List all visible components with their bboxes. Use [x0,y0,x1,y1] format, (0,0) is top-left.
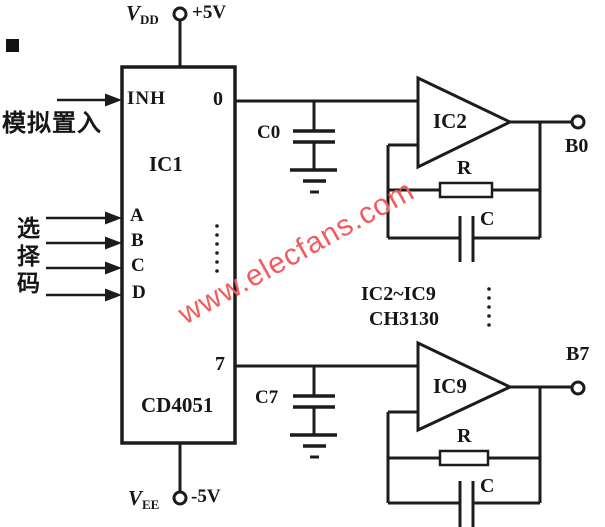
ic9-resistor-label: R [457,425,472,447]
b7-label: B7 [566,343,590,365]
ic1-pin-b: B [131,230,144,251]
b0-label: B0 [565,135,589,157]
vee-voltage: -5V [191,486,221,507]
vdd-voltage: +5V [192,2,227,23]
range-note-line1: IC2~IC9 [361,283,436,305]
c7-capacitor [290,366,337,459]
ic2-resistor-label: R [457,157,472,179]
ic2-opamp [416,75,586,170]
ic2-feedback-resistor [438,181,494,199]
inh-arrow [57,93,122,107]
ic1-pin-inh: INH [127,88,166,109]
vdd-terminal [172,6,188,67]
vdd-label: VDD [126,2,159,27]
range-note-line2: CH3130 [369,308,439,330]
ic1-pin-a: A [130,205,144,226]
analog-input-label: 模拟置入 [2,109,102,137]
ic9-label: IC9 [433,374,467,398]
c0-capacitor [290,101,337,194]
ic9-opamp [416,340,586,433]
select-arrows [46,211,122,302]
ic1-label: IC1 [149,152,183,176]
ic9-feedback-network [386,387,542,527]
ic1-pin-d: D [132,282,146,303]
ic9-cap-label: C [480,475,495,497]
vdd-subscript: DD [140,12,159,27]
select-code-label: 选择码 [17,216,40,297]
vee-label: VEE [128,487,159,512]
ic1-channel-dots [215,224,219,273]
ic1-pin-c: C [131,255,145,276]
ic2-label: IC2 [433,109,467,133]
ic1-pin-7: 7 [215,353,225,375]
vee-terminal [172,443,188,506]
cursor-square [6,39,19,52]
vdd-symbol: V [126,1,141,25]
note-dots [487,287,491,327]
vee-symbol: V [128,486,143,510]
ic1-box [120,65,237,445]
vee-subscript: EE [142,497,160,512]
ic1-part-number: CD4051 [141,393,214,417]
ic2-cap-label: C [480,208,495,230]
ic1-pin-0: 0 [213,88,223,110]
c0-label: C0 [257,122,281,143]
ic2-feedback-network [386,122,542,262]
c7-label: C7 [255,387,279,408]
ic9-feedback-resistor [438,449,490,467]
